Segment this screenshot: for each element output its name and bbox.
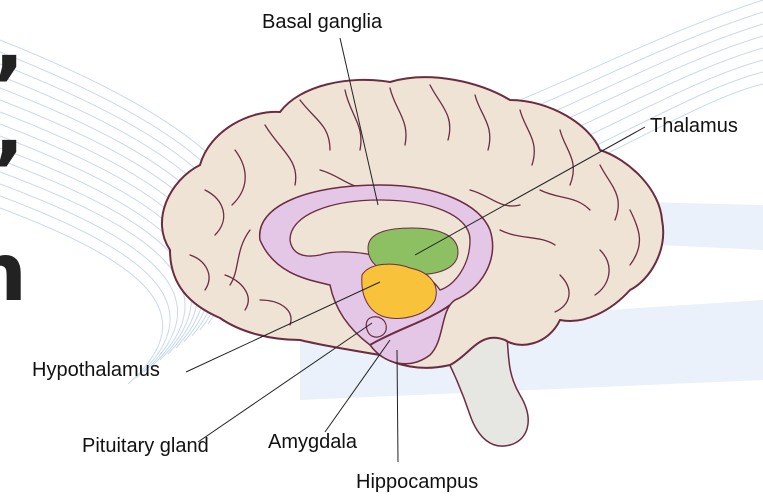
edge-glyph-2: , [0,81,24,174]
left-edge-glyphs: , , n [0,0,27,319]
label-amygdala: Amygdala [268,432,357,452]
label-hippocampus: Hippocampus [356,472,478,492]
pituitary-gland [366,317,386,337]
edge-glyph-3: n [0,226,27,319]
edge-glyph-1: , [0,0,24,89]
label-hypothalamus: Hypothalamus [32,360,160,380]
label-pituitary-gland: Pituitary gland [82,436,209,456]
label-basal-ganglia: Basal ganglia [262,12,382,32]
label-thalamus: Thalamus [650,116,738,136]
